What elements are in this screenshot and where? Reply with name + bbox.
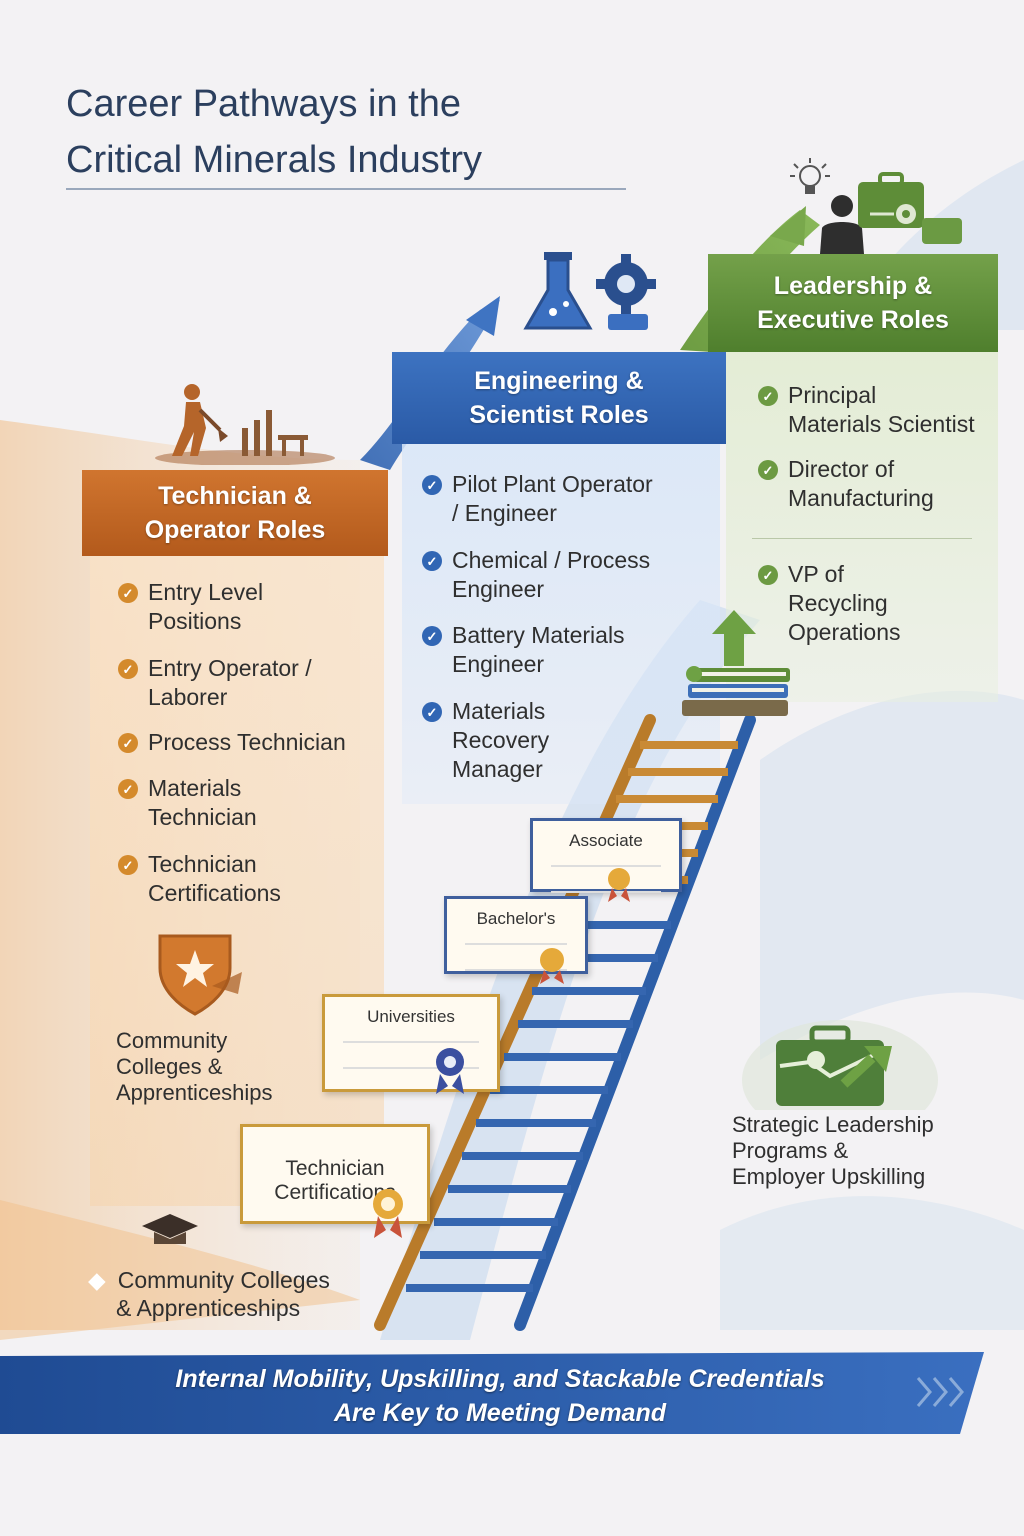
leader-briefcase-icon [820, 172, 962, 254]
engineering-header-line-1: Engineering & [474, 367, 644, 395]
title-line-2: Critical Minerals Industry [66, 139, 482, 181]
technician-item: ✓ Entry Operator /Laborer [118, 654, 312, 712]
associate-certificate: Associate [530, 818, 682, 893]
shield-star-icon [158, 934, 242, 1016]
check-icon: ✓ [758, 460, 778, 480]
bachelors-label: Bachelor's [476, 909, 556, 928]
bottom-banner: Internal Mobility, Upskilling, and Stack… [60, 1362, 940, 1430]
title-divider [66, 188, 626, 190]
lightbulb-icon [790, 158, 830, 194]
leadership-header-line-1: Leadership & [773, 272, 933, 300]
technician-header: Technician & Operator Roles [82, 470, 388, 556]
leadership-header: Leadership & Executive Roles [708, 254, 998, 352]
engineering-item: ✓ Pilot Plant Operator/ Engineer [422, 470, 653, 528]
banner-line-1: Internal Mobility, Upskilling, and Stack… [175, 1365, 825, 1393]
flask-gear-icon [523, 252, 656, 330]
check-icon: ✓ [118, 583, 138, 603]
check-icon: ✓ [118, 659, 138, 679]
banner-line-2: Are Key to Meeting Demand [333, 1399, 666, 1427]
title-line-1: Career Pathways in the [66, 83, 461, 125]
ribbon-icon [436, 1048, 464, 1094]
technician-header-line-2: Operator Roles [144, 516, 326, 544]
training-label: Community Colleges & Apprenticeships [116, 1028, 273, 1105]
universities-certificate: Universities [322, 994, 500, 1092]
seal-icon [608, 868, 630, 902]
check-icon: ✓ [758, 565, 778, 585]
seal-icon [540, 948, 564, 984]
seal-icon [373, 1189, 403, 1238]
bachelors-certificate: Bachelor's [444, 896, 588, 974]
check-icon: ✓ [118, 855, 138, 875]
check-icon: ✓ [422, 626, 442, 646]
check-icon: ✓ [422, 702, 442, 722]
page-title: Career Pathways in the Critical Minerals… [66, 76, 666, 188]
leadership-header-line-2: Executive Roles [757, 306, 949, 334]
check-icon: ✓ [422, 551, 442, 571]
engineering-header-line-2: Scientist Roles [469, 401, 649, 429]
leadership-panel [726, 352, 998, 702]
graduation-cap-icon [142, 1214, 198, 1244]
worker-icon [155, 384, 335, 465]
check-icon: ✓ [118, 779, 138, 799]
check-icon: ✓ [118, 733, 138, 753]
technician-item: ✓ Process Technician [118, 728, 346, 757]
programs-label: Strategic Leadership Programs & Employer… [732, 1112, 934, 1189]
bottom-training-label: ◆Community Colleges & Apprenticeships [88, 1267, 330, 1321]
check-icon: ✓ [758, 386, 778, 406]
check-icon: ✓ [422, 475, 442, 495]
books-icon [682, 610, 790, 716]
technician-panel [90, 556, 384, 1206]
engineering-header: Engineering & Scientist Roles [392, 352, 726, 444]
leadership-divider [752, 538, 972, 539]
briefcase-growth-icon [742, 1020, 938, 1110]
associate-label: Associate [569, 831, 643, 850]
universities-label: Universities [367, 1007, 455, 1026]
technician-header-line-1: Technician & [158, 482, 312, 510]
